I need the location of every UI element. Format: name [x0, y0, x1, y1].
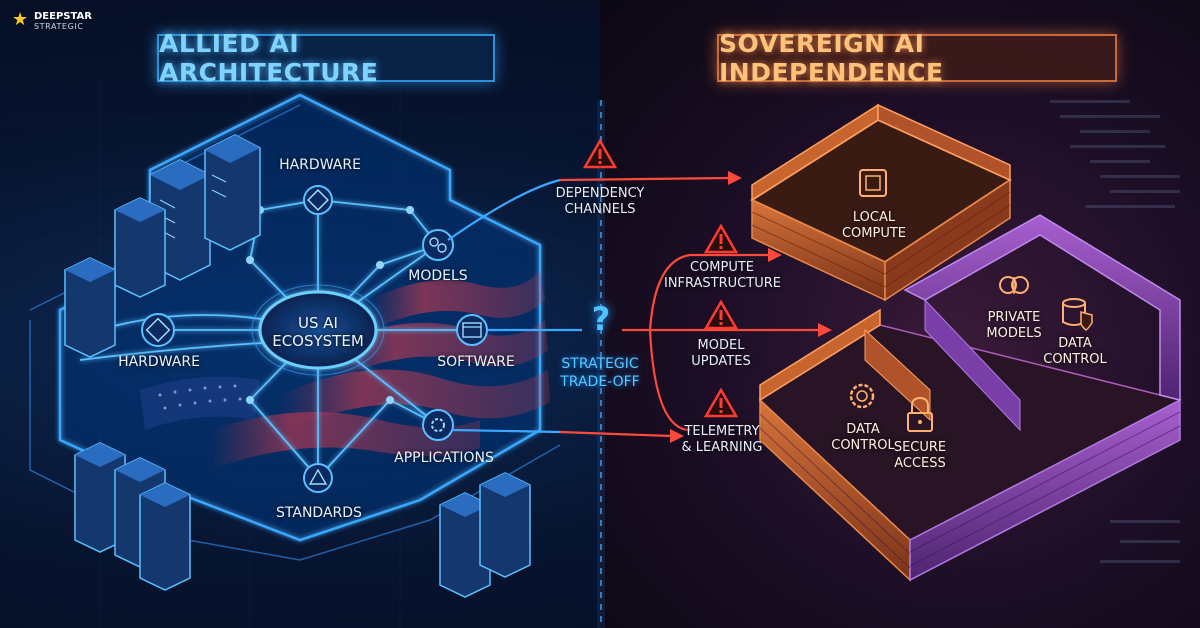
- dependency-line1: DEPENDENCY: [555, 186, 645, 201]
- tradeoff-line1: STRATEGIC: [561, 356, 639, 372]
- strategic-tradeoff-label: STRATEGIC TRADE-OFF: [552, 355, 648, 391]
- lock-icon: [907, 396, 933, 432]
- data-stream-decoration: [1050, 100, 1180, 563]
- data-control-bottom-line1: DATA: [846, 422, 880, 437]
- question-icon: ?: [591, 300, 611, 338]
- private-models-line1: PRIVATE: [987, 310, 1041, 325]
- node-standards: STANDARDS: [276, 505, 362, 521]
- local-compute-line2: COMPUTE: [841, 226, 907, 241]
- node-software: SOFTWARE: [437, 354, 515, 370]
- star-icon: ★: [12, 9, 29, 30]
- warning-icon: [703, 299, 739, 330]
- label-compute-infrastructure: COMPUTE INFRASTRUCTURE: [664, 260, 781, 292]
- data-control-top-line2: CONTROL: [1043, 352, 1107, 367]
- warning-icon: [582, 138, 618, 169]
- server-icon: [479, 472, 531, 578]
- title-allied-architecture: ALLIED AI ARCHITECTURE: [157, 29, 495, 87]
- label-local-compute: LOCAL COMPUTE: [834, 210, 914, 242]
- telemetry-line1: TELEMETRY: [684, 424, 760, 439]
- label-secure-access: SECURE ACCESS: [884, 440, 956, 472]
- server-icon: [439, 492, 491, 598]
- logo-subtitle: STRATEGIC: [34, 22, 84, 31]
- hub-label: US AI ECOSYSTEM: [272, 314, 364, 350]
- node-hardware-top: HARDWARE: [279, 157, 361, 173]
- secure-compound: [758, 214, 1182, 582]
- warning-icon: [703, 223, 739, 254]
- deepstar-logo: ★ DEEPSTAR STRATEGIC: [12, 10, 102, 32]
- brain-icon: [999, 276, 1029, 294]
- secure-access-line1: SECURE: [893, 440, 947, 455]
- triangle-network-icon: [303, 463, 333, 493]
- data-control-top-line1: DATA: [1058, 336, 1092, 351]
- gear-dollar-icon: [849, 383, 875, 409]
- label-data-control-top: DATA CONTROL: [1040, 336, 1110, 368]
- flag-graphic: [140, 270, 550, 468]
- logo-name: DEEPSTAR: [34, 11, 92, 22]
- label-data-control-bottom: DATA CONTROL: [828, 422, 898, 454]
- node-hardware-left: HARDWARE: [118, 354, 200, 370]
- server-icon: [204, 134, 261, 251]
- title-sovereign-independence: SOVEREIGN AI INDEPENDENCE: [717, 29, 1117, 87]
- dependency-lines: [447, 176, 820, 438]
- brain-icon: [422, 229, 454, 261]
- secure-access-line2: ACCESS: [894, 456, 946, 471]
- label-telemetry-learning: TELEMETRY & LEARNING: [670, 424, 774, 456]
- label-model-updates: MODEL UPDATES: [676, 338, 766, 370]
- node-models: MODELS: [408, 268, 468, 284]
- gear-icon: [422, 409, 454, 441]
- hub-label-line2: ECOSYSTEM: [272, 332, 364, 350]
- label-private-models: PRIVATE MODELS: [978, 310, 1050, 342]
- local-compute-line1: LOCAL: [852, 210, 896, 225]
- compute-line2: INFRASTRUCTURE: [664, 276, 781, 291]
- dependency-line2: CHANNELS: [564, 202, 636, 217]
- label-dependency-channels: DEPENDENCY CHANNELS: [548, 186, 652, 218]
- compute-line1: COMPUTE: [689, 260, 755, 275]
- database-shield-icon: [1062, 298, 1093, 331]
- telemetry-line2: & LEARNING: [681, 440, 763, 455]
- chip-icon: [303, 185, 333, 215]
- updates-line2: UPDATES: [691, 354, 751, 369]
- node-applications: APPLICATIONS: [394, 450, 494, 466]
- chip-icon: [859, 169, 887, 197]
- tradeoff-line2: TRADE-OFF: [560, 374, 640, 390]
- local-compute-compound: [749, 103, 1013, 302]
- arrow-heads: [670, 171, 832, 443]
- server-icon: [74, 442, 126, 553]
- warning-icon: [703, 387, 739, 418]
- chip-icon: [141, 313, 175, 347]
- private-models-line2: MODELS: [986, 326, 1042, 341]
- data-control-bottom-line2: CONTROL: [831, 438, 895, 453]
- software-window-icon: [456, 314, 488, 346]
- ecosystem-hub: [251, 284, 385, 376]
- server-icon: [114, 197, 166, 298]
- server-icon: [139, 482, 191, 591]
- updates-line1: MODEL: [697, 338, 745, 353]
- server-icon: [64, 257, 116, 358]
- hub-label-line1: US AI: [298, 314, 338, 332]
